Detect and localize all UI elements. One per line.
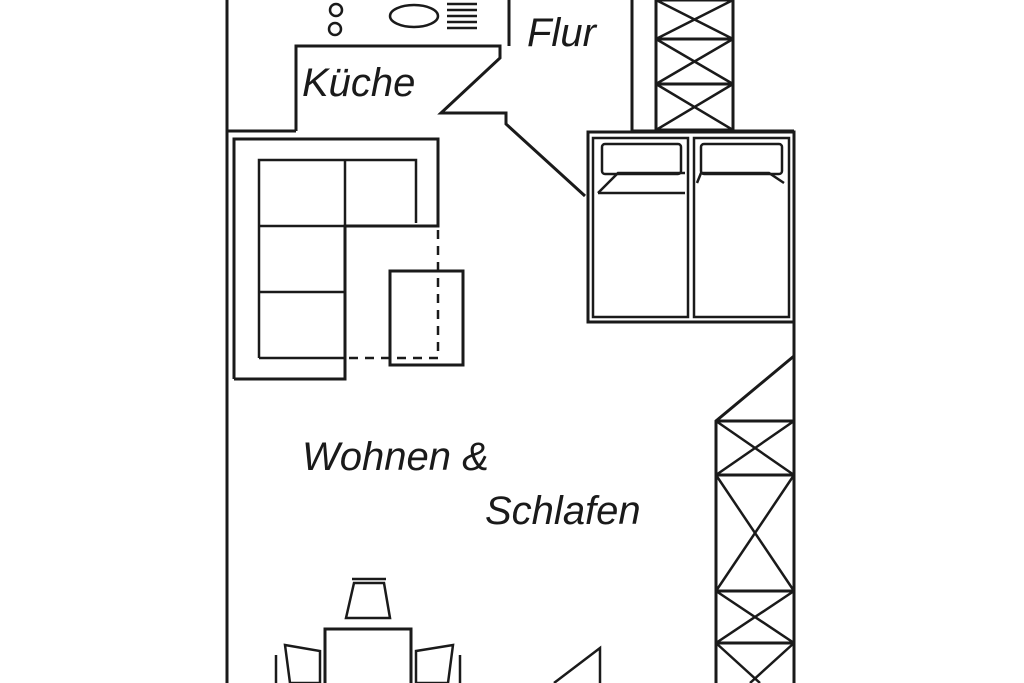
wardrobe-top-icon [654,0,735,132]
double-bed-icon [586,130,796,324]
room-label-wohnen: Wohnen & [302,435,489,479]
room-label-flur: Flur [527,11,598,55]
room-label-schlafen: Schlafen [485,489,641,533]
dining-table-icon [274,577,462,683]
room-label-kueche: Küche [302,61,415,105]
wardrobe-right-icon [714,354,796,683]
corner-sofa-icon [232,137,440,381]
door-swing-icon [553,645,602,683]
stove-icon [327,2,477,37]
coffee-table-icon [345,230,465,367]
